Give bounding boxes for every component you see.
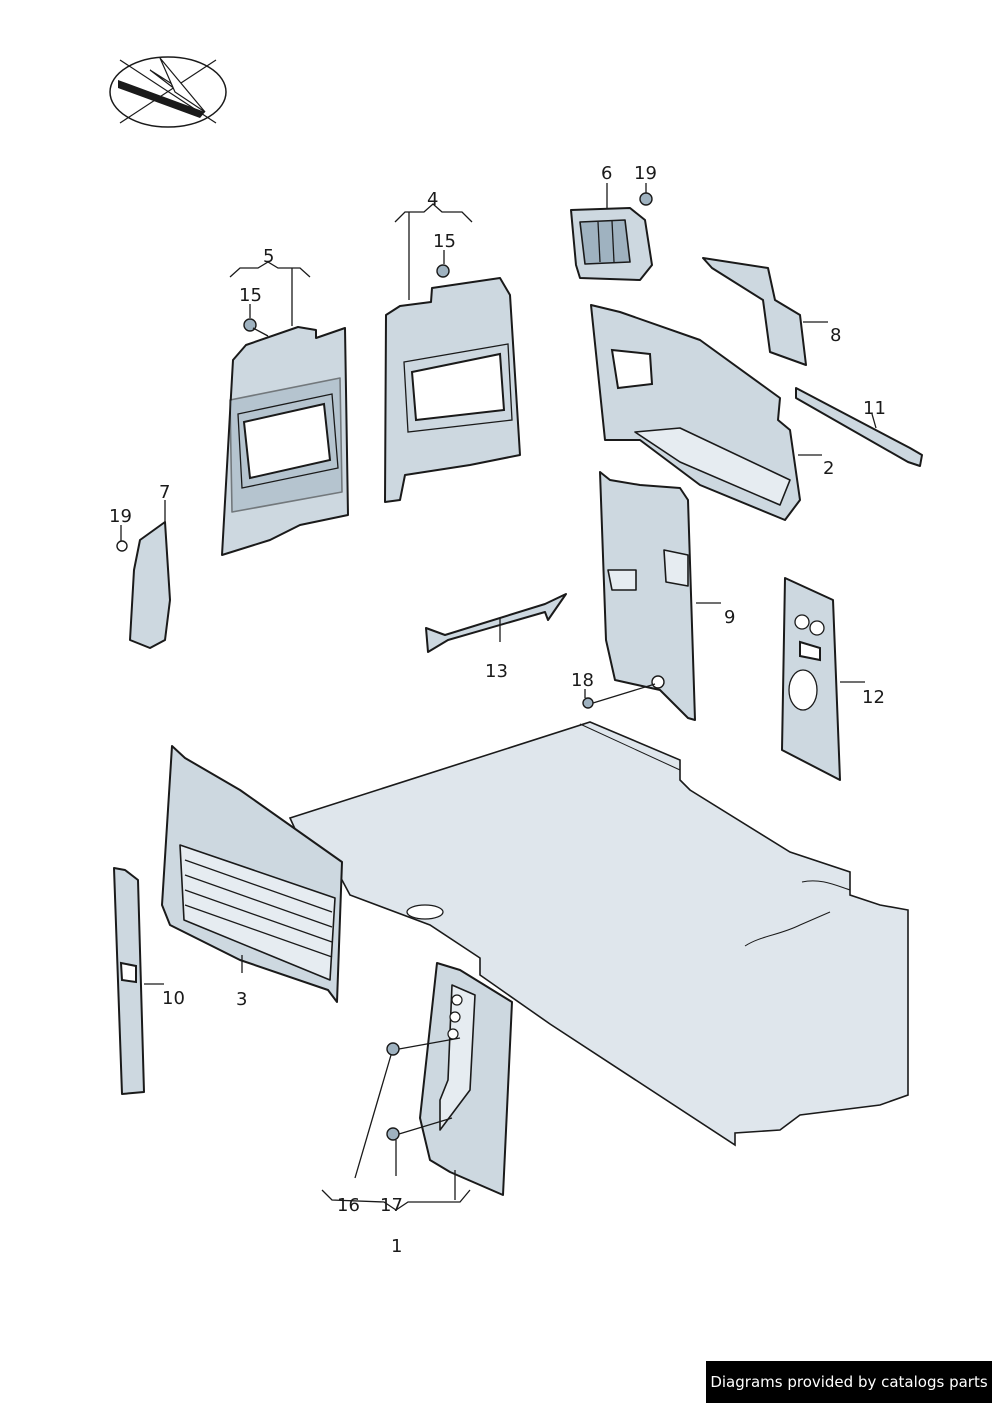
label-4: 4 xyxy=(427,189,438,210)
floor-panel xyxy=(288,721,909,1147)
part-13-rod xyxy=(425,593,567,653)
label-12: 12 xyxy=(862,687,885,708)
part-7-trim xyxy=(116,521,171,649)
label-16: 16 xyxy=(337,1195,360,1216)
label-1: 1 xyxy=(391,1236,402,1257)
part-12-panel xyxy=(781,577,841,781)
part-2-panel xyxy=(590,304,801,521)
label-9: 9 xyxy=(724,607,735,628)
position-labels: 1 2 3 4 5 6 7 8 9 10 11 12 13 15 15 16 1… xyxy=(109,163,886,1257)
part-3-panel xyxy=(161,745,343,1003)
label-19-left: 19 xyxy=(109,506,132,527)
label-19-top: 19 xyxy=(634,163,657,184)
leader-lines xyxy=(120,183,877,1211)
label-3: 3 xyxy=(236,989,247,1010)
compass-orientation-icon xyxy=(109,56,227,128)
part-1-panel xyxy=(386,962,513,1196)
part-6-bracket xyxy=(570,192,653,281)
label-5: 5 xyxy=(263,246,274,267)
label-15-center: 15 xyxy=(433,231,456,252)
part-11-rail xyxy=(795,387,923,467)
label-17: 17 xyxy=(380,1195,403,1216)
part-8-bracket xyxy=(702,257,807,366)
label-15-left: 15 xyxy=(239,285,262,306)
part-5-panel xyxy=(221,318,349,556)
part-10-strip xyxy=(113,867,145,1095)
label-6: 6 xyxy=(601,163,612,184)
label-13: 13 xyxy=(485,661,508,682)
label-18: 18 xyxy=(571,670,594,691)
label-10: 10 xyxy=(162,988,185,1009)
part-4-panel xyxy=(384,264,521,503)
label-11: 11 xyxy=(863,398,886,419)
part-9-panel xyxy=(582,471,696,721)
attribution-footer: Diagrams provided by catalogs parts xyxy=(706,1361,992,1403)
label-7: 7 xyxy=(159,482,170,503)
label-8: 8 xyxy=(830,325,841,346)
label-2: 2 xyxy=(823,458,834,479)
